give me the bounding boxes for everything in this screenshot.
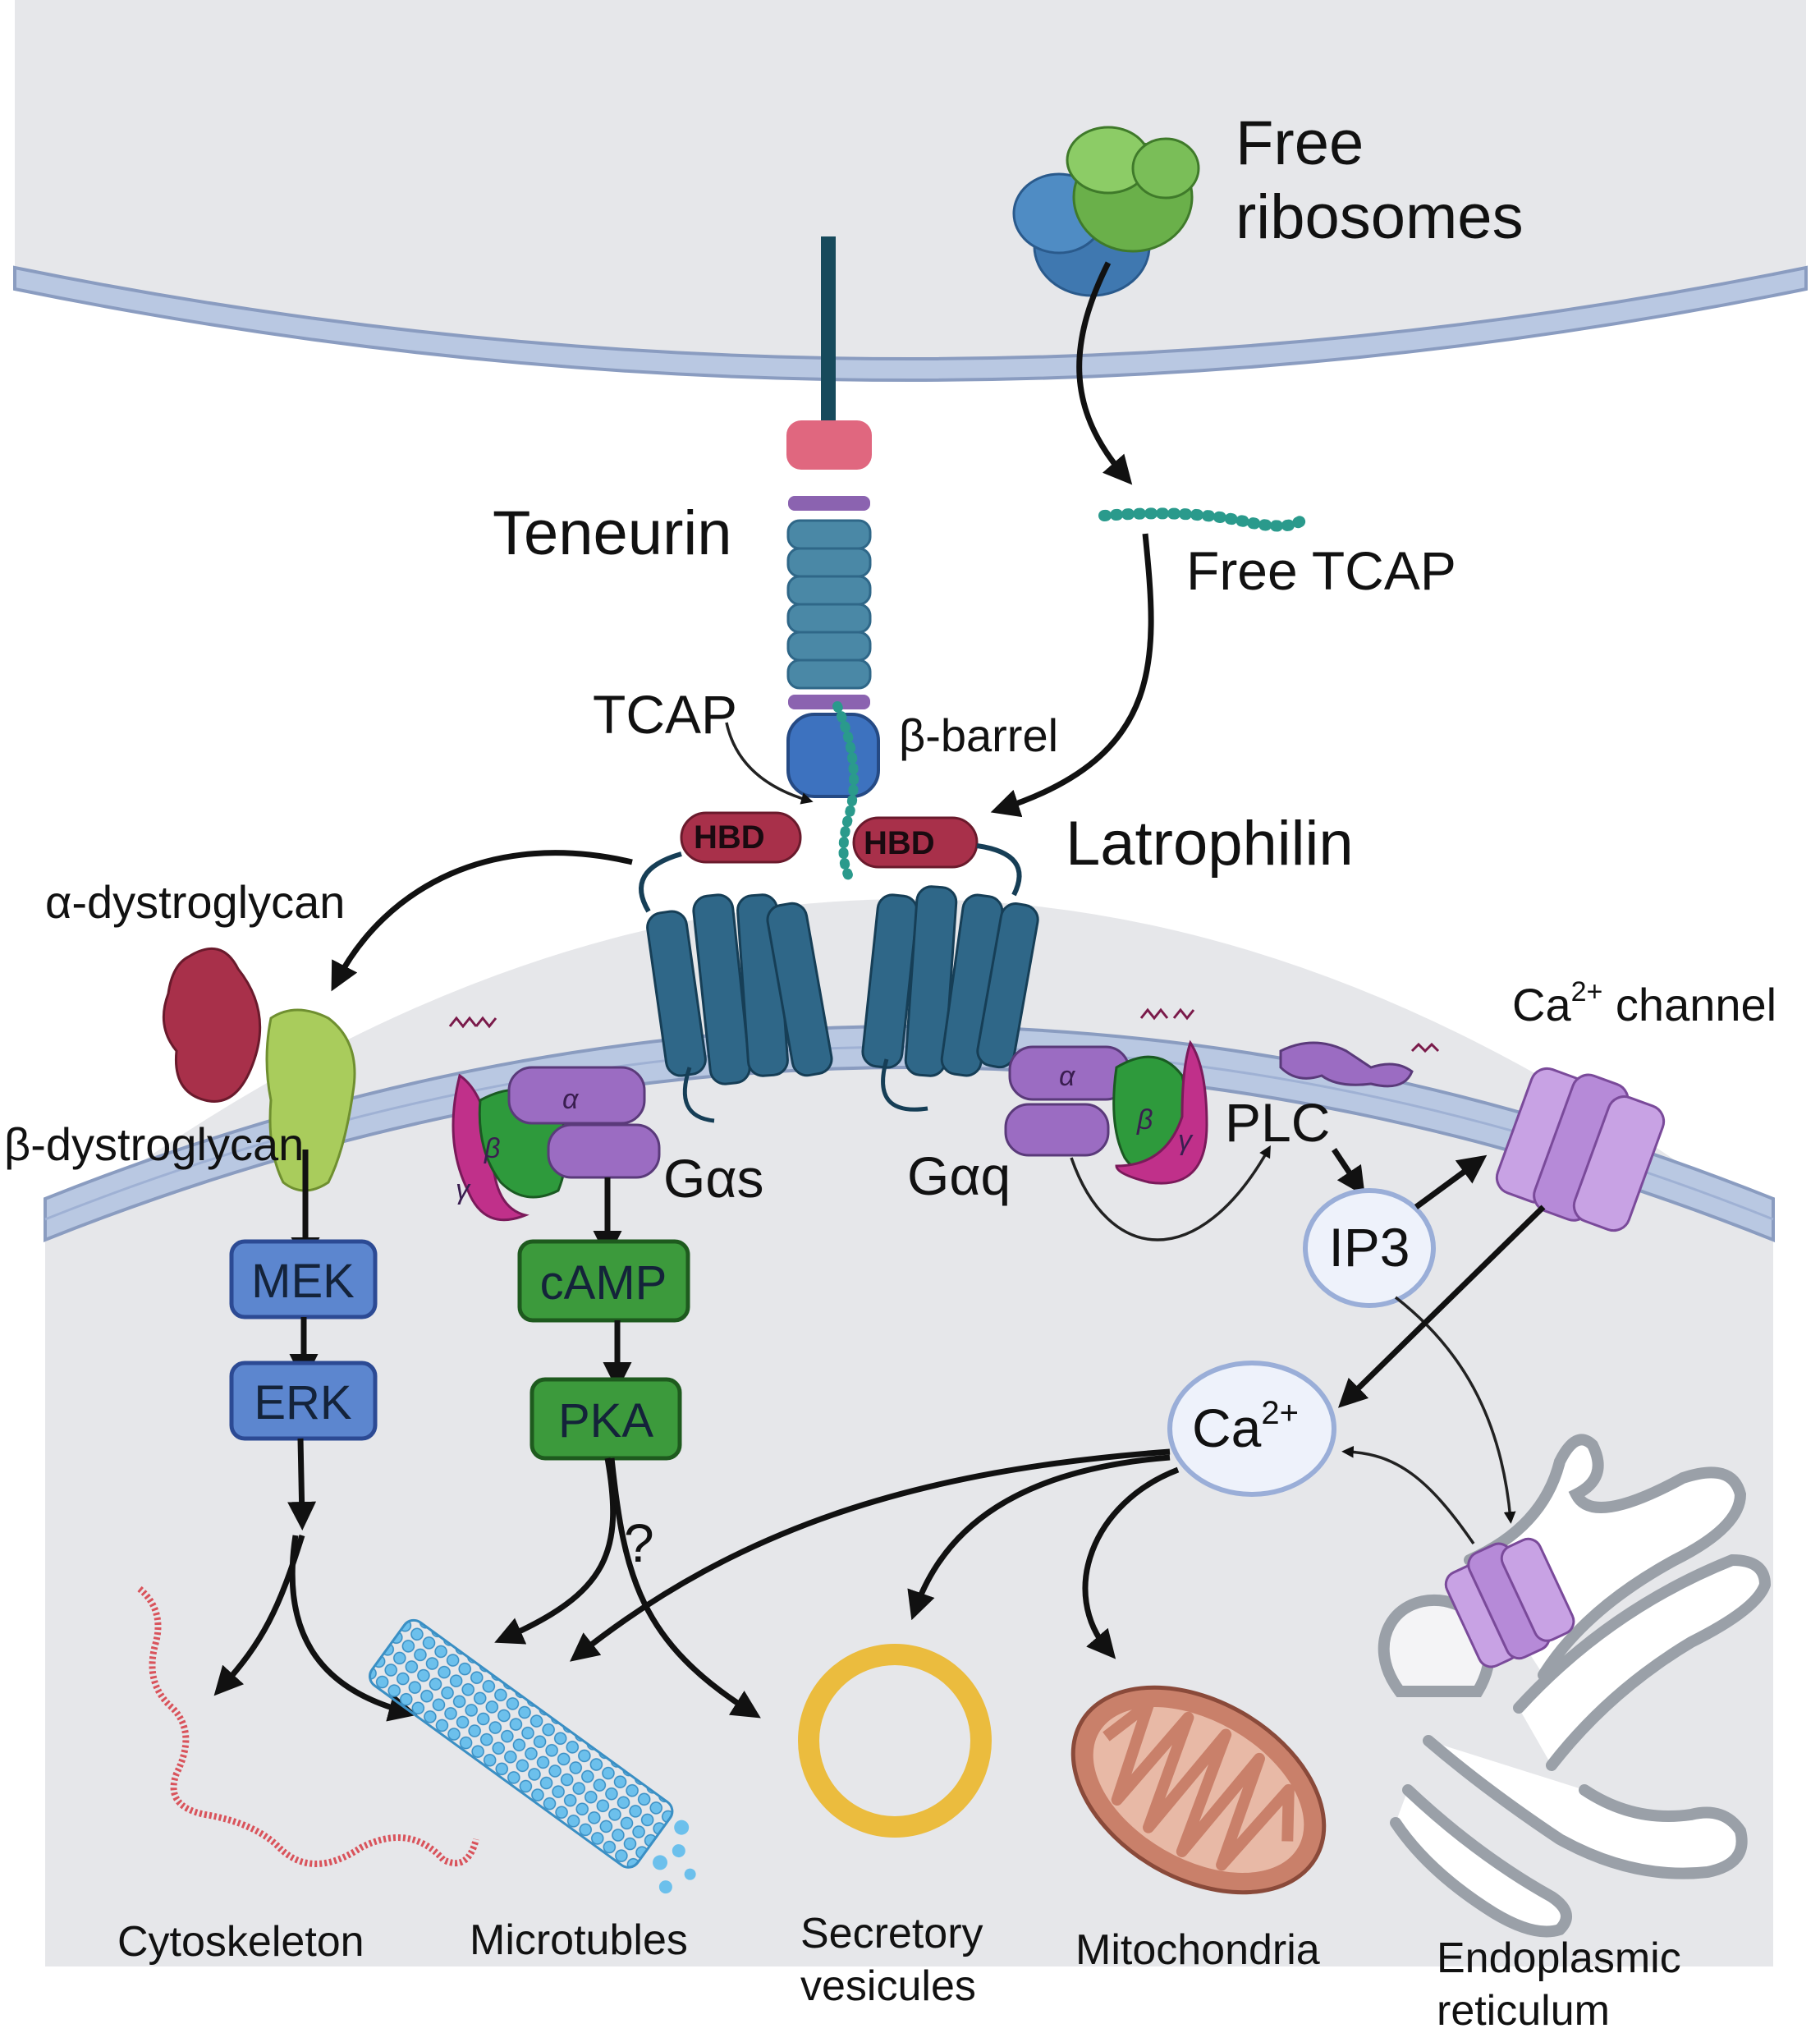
- er-label-2: reticulum: [1437, 1987, 1610, 2033]
- plc-to-ip3-arrow: [1332, 1148, 1365, 1196]
- pka-to-vesicles-arrow: [608, 1457, 761, 1719]
- cytoskeleton-label: Cytoskeleton: [117, 1918, 364, 1966]
- mitochondrion-icon: [1070, 1685, 1327, 1895]
- microtubles-label: Microtubles: [470, 1916, 688, 1964]
- teneurin: [786, 236, 880, 883]
- mitochondria-label: Mitochondria: [1075, 1926, 1320, 1974]
- ca-channel-label-sup: 2+: [1571, 976, 1603, 1007]
- g-alpha-q-label: Gαq: [907, 1145, 1011, 1206]
- bound-tcap-peptide: [832, 701, 859, 883]
- channel-to-ca-arrow: [1337, 1205, 1546, 1408]
- upper-membrane: [13, 265, 1808, 382]
- ca-label: Ca2+: [1192, 1395, 1299, 1458]
- erk-label: ERK: [254, 1376, 352, 1430]
- ca-to-vesicles-arrow: [907, 1454, 1171, 1621]
- hbd-right-label: HBD: [864, 825, 935, 861]
- free-tcap-peptide: [1098, 507, 1311, 532]
- ca-label-sup: 2+: [1261, 1395, 1299, 1431]
- erk-to-microtubules-arrow: [289, 1535, 418, 1722]
- ca-label-base: Ca: [1192, 1397, 1262, 1458]
- pka-to-microtubules-arrow: [494, 1457, 617, 1645]
- g-alpha-q-to-plc-arrow: [1070, 1145, 1271, 1241]
- ca-to-microtubules-arrow: [570, 1448, 1171, 1662]
- alpha-dystroglycan: [162, 947, 262, 1103]
- latrophilin-to-dystroglycan-arrow: [331, 850, 633, 992]
- secretory-label-1: Secretory: [800, 1910, 983, 1957]
- g-alpha-s-gamma-label: γ: [456, 1174, 471, 1205]
- g-protein-s: [448, 1016, 661, 1222]
- er-label-1: Endoplasmic: [1437, 1934, 1681, 1982]
- alpha-dystroglycan-label: α-dystroglycan: [45, 876, 345, 928]
- pka-box: [529, 1377, 682, 1461]
- beta-dystroglycan: [265, 1008, 356, 1192]
- ca-channel-label-rest: channel: [1602, 979, 1776, 1030]
- ca-channel: [1495, 1067, 1666, 1232]
- latrophilin-right-hbd: [852, 816, 979, 869]
- tcap-pointer-arrow: [725, 722, 814, 805]
- ca-to-mitochondria-arrow: [1082, 1466, 1180, 1659]
- ca-channel-label-base: Ca: [1512, 979, 1571, 1030]
- gpcr-left: [639, 851, 833, 1123]
- ip3-node: [1303, 1188, 1436, 1308]
- beta-barrel-domain: [786, 713, 880, 798]
- g-alpha-q-alpha-label: α: [1059, 1061, 1076, 1092]
- upper-cell: [15, 0, 1806, 369]
- ribosome-icon: [1012, 126, 1200, 297]
- free-tcap-label: Free TCAP: [1186, 540, 1456, 601]
- ip3-to-channel-arrow: [1414, 1154, 1488, 1209]
- latrophilin-left-hbd: [680, 811, 802, 864]
- beta-barrel-label: β-barrel: [899, 709, 1058, 761]
- vesicle-icon: [798, 1644, 992, 1838]
- g-alpha-s-bottom: [547, 1123, 661, 1179]
- plc-protein: [1279, 1041, 1414, 1088]
- g-protein-q: [1004, 1007, 1208, 1185]
- camp-label: cAMP: [540, 1256, 667, 1310]
- g-alpha-q-bottom: [1004, 1103, 1110, 1157]
- ribosome-to-tcap-arrow: [1076, 261, 1133, 485]
- beta-dystroglycan-label: β-dystroglycan: [4, 1118, 304, 1170]
- g-alpha-s-beta-label: β: [484, 1133, 500, 1164]
- gpcr-right: [861, 843, 1039, 1112]
- g-alpha-q-gamma-label: γ: [1178, 1125, 1194, 1156]
- g-alpha-q-beta-label: β: [1136, 1104, 1153, 1136]
- tcap-label: TCAP: [593, 684, 737, 745]
- ip3-to-er-arrow: [1394, 1296, 1516, 1524]
- teneurin-label: Teneurin: [493, 498, 732, 568]
- free-tcap-to-latrophilin-arrow: [990, 533, 1154, 818]
- erk-down-arrow: [287, 1438, 317, 1530]
- pka-label: PKA: [558, 1394, 653, 1448]
- g-gamma-q: [1115, 1039, 1208, 1185]
- hbd-left-label: HBD: [694, 819, 765, 856]
- g-alpha-s-label: Gαs: [663, 1148, 764, 1209]
- ca-channel-label: Ca2+ channel: [1512, 976, 1776, 1030]
- mek-label: MEK: [251, 1255, 355, 1308]
- secretory-label-2: vesicules: [800, 1962, 976, 2010]
- ca-node: [1167, 1361, 1336, 1497]
- er-ca-channel: [1444, 1537, 1575, 1668]
- ip3-label: IP3: [1328, 1217, 1410, 1278]
- g-alpha-s-top: [507, 1066, 646, 1125]
- g-alpha-s-alpha-label: α: [562, 1084, 580, 1115]
- microtubule-icon: [369, 1618, 696, 1894]
- cytoskeleton-icon: [137, 1586, 479, 1867]
- latrophilin-label: Latrophilin: [1066, 809, 1354, 879]
- camp-box: [517, 1239, 690, 1323]
- free-ribosomes-label-2: ribosomes: [1235, 182, 1524, 252]
- free-ribosomes-label-1: Free: [1235, 108, 1364, 178]
- er-to-ca-arrow: [1341, 1445, 1475, 1544]
- plc-label: PLC: [1225, 1092, 1330, 1153]
